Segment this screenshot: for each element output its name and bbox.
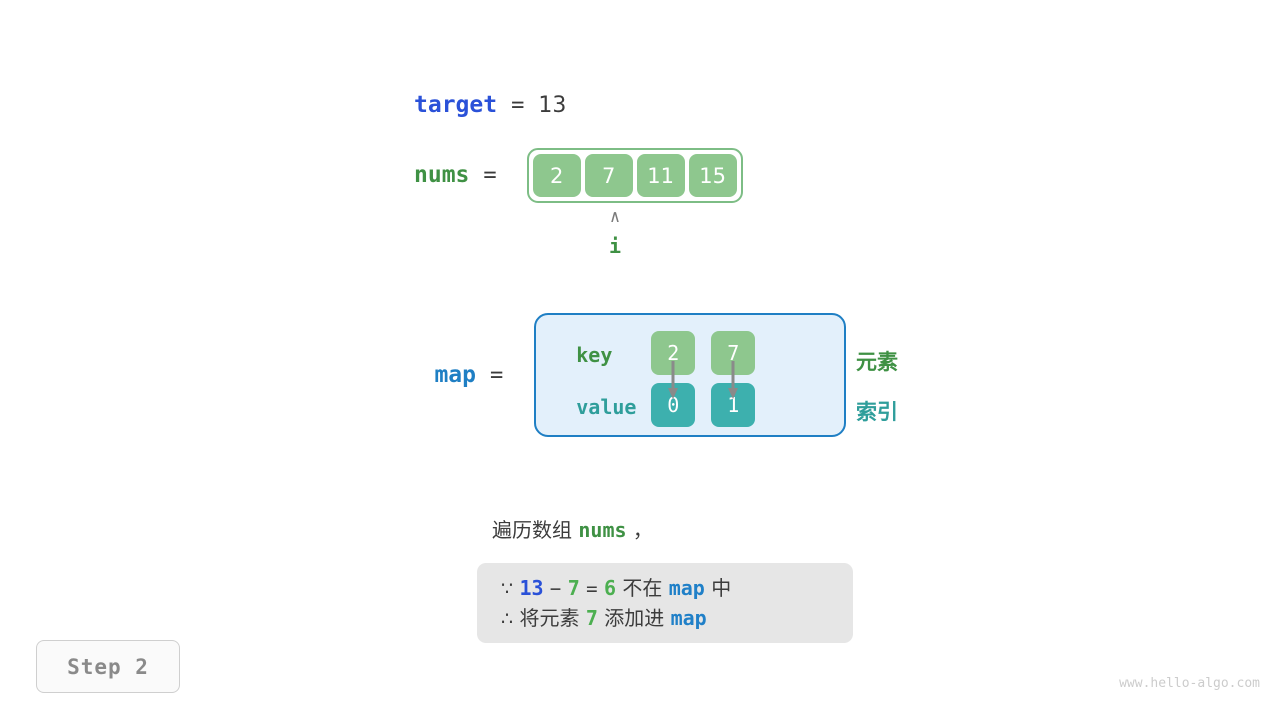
target-value: 13	[538, 93, 567, 118]
note-complement-value: 6	[603, 576, 616, 600]
step-badge: Step 2	[36, 640, 180, 693]
note-line-1: ∵ 13 − 7 = 6 不在 map 中	[501, 574, 829, 604]
map-value-row-label: value	[576, 395, 637, 419]
note-line1-end: 中	[711, 576, 732, 600]
therefore-symbol: ∴	[501, 608, 514, 630]
explanation-note-box: ∵ 13 − 7 = 6 不在 map 中 ∴ 将元素 7 添加进 map	[477, 563, 853, 643]
map-container: key value 2 7 0 1	[534, 313, 847, 437]
note-target-value: 13	[519, 576, 544, 600]
legend-index-label: 索引	[856, 400, 898, 424]
caption-code-nums: nums	[578, 518, 627, 542]
note-not-in-text: 不在	[622, 576, 663, 600]
target-row: target = 13	[414, 92, 566, 118]
note-add-into-text: 添加进	[604, 606, 665, 630]
note-current-element: 7	[567, 576, 580, 600]
note-map-keyword: map	[670, 606, 707, 630]
array-cell: 11	[635, 153, 686, 198]
note-equals-operator: =	[586, 578, 598, 600]
key-to-value-arrow-icon	[668, 361, 679, 399]
nums-row: nums = 2 7 11 15	[414, 148, 743, 203]
array-cell: 2	[531, 153, 582, 198]
because-symbol: ∵	[501, 578, 514, 600]
watermark: www.hello-algo.com	[1119, 676, 1260, 691]
nums-variable-label: nums	[414, 162, 470, 188]
map-value-cell: 0	[651, 383, 696, 427]
note-added-element: 7	[585, 606, 598, 630]
nums-equals-sign: =	[483, 163, 497, 188]
map-row: map = key value 2 7 0 1	[414, 313, 847, 437]
caption-suffix: ，	[632, 518, 653, 542]
note-line-2: ∴ 将元素 7 添加进 map	[501, 604, 829, 634]
target-equals-sign: =	[511, 93, 525, 118]
map-variable-label: map	[434, 362, 476, 388]
caption-text: 遍历数组 nums ，	[492, 514, 653, 543]
array-cell: 15	[687, 153, 738, 198]
index-pointer-group: ∧ i	[589, 208, 641, 256]
array-cell: 7	[583, 153, 634, 198]
map-legend: 元素 索引	[856, 337, 898, 437]
pointer-caret-icon: ∧	[609, 207, 621, 227]
target-variable-label: target	[414, 92, 498, 118]
map-equals-sign: =	[490, 362, 504, 388]
note-add-element-text: 将元素	[519, 606, 580, 630]
map-key-row-label: key	[576, 343, 613, 367]
map-value-cell: 1	[711, 383, 756, 427]
note-minus-operator: −	[549, 578, 562, 600]
key-to-value-arrow-icon	[728, 361, 739, 399]
note-map-keyword: map	[668, 576, 705, 600]
caption-prefix: 遍历数组	[492, 518, 572, 542]
step-badge-label: Step 2	[67, 654, 149, 679]
legend-element-label: 元素	[856, 350, 898, 374]
nums-array-container: 2 7 11 15	[526, 148, 743, 203]
pointer-label: i	[608, 234, 622, 258]
